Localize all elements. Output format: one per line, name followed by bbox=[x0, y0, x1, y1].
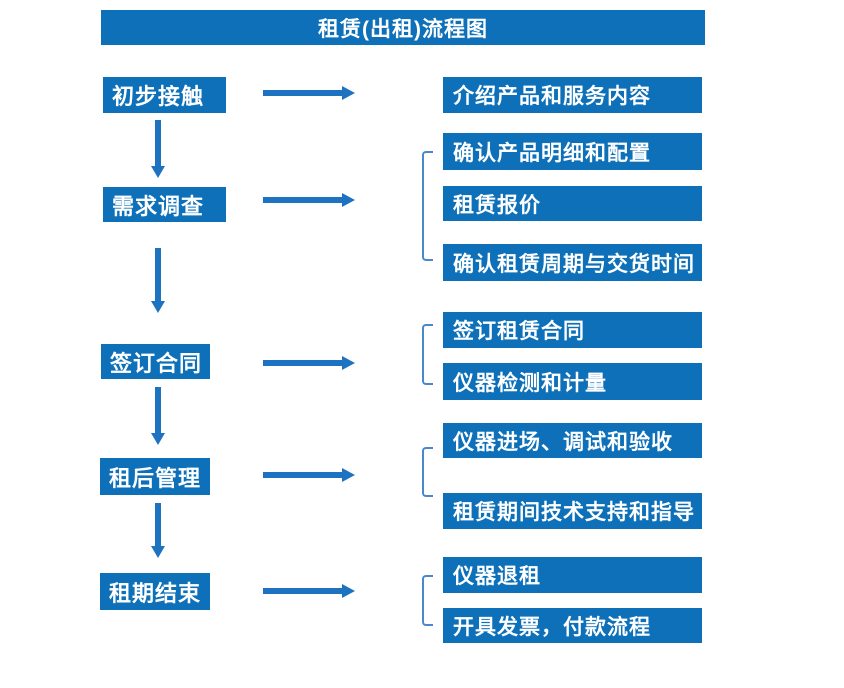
group-bracket-icon bbox=[422, 324, 433, 385]
flow-arrow-right-icon bbox=[263, 584, 355, 598]
flow-arrow-down-icon bbox=[151, 503, 165, 558]
group-bracket-icon bbox=[422, 151, 433, 261]
detail-box-instrument-return: 仪器退租 bbox=[443, 557, 702, 593]
flow-arrow-right-icon bbox=[263, 193, 355, 207]
detail-box-rental-quotation: 租赁报价 bbox=[443, 186, 702, 221]
diagram-title: 租赁(出租)流程图 bbox=[101, 10, 705, 45]
detail-box-technical-support: 租赁期间技术支持和指导 bbox=[443, 493, 702, 529]
flow-arrow-right-icon bbox=[263, 86, 355, 100]
step-box-demand-survey: 需求调查 bbox=[103, 187, 226, 222]
group-bracket-icon bbox=[422, 575, 433, 626]
detail-box-confirm-product-details: 确认产品明细和配置 bbox=[443, 133, 702, 170]
flow-arrow-right-icon bbox=[263, 356, 355, 370]
flow-arrow-down-icon bbox=[151, 120, 165, 178]
detail-box-sign-rental-contract: 签订租赁合同 bbox=[443, 312, 702, 348]
flow-arrow-right-icon bbox=[263, 468, 355, 482]
detail-box-instrument-testing: 仪器检测和计量 bbox=[443, 363, 702, 400]
detail-box-instrument-installation: 仪器进场、调试和验收 bbox=[443, 423, 702, 458]
detail-box-invoice-payment: 开具发票，付款流程 bbox=[443, 608, 702, 643]
detail-box-confirm-rental-period: 确认租赁周期与交货时间 bbox=[443, 244, 702, 281]
group-bracket-icon bbox=[422, 447, 433, 497]
step-box-initial-contact: 初步接触 bbox=[103, 77, 226, 113]
step-box-sign-contract: 签订合同 bbox=[101, 344, 210, 379]
step-box-post-rental-management: 租后管理 bbox=[100, 458, 210, 495]
flow-arrow-down-icon bbox=[151, 387, 165, 445]
flow-arrow-down-icon bbox=[151, 248, 165, 313]
detail-box-introduce-products: 介绍产品和服务内容 bbox=[443, 77, 702, 113]
step-box-rental-end: 租期结束 bbox=[100, 573, 210, 610]
